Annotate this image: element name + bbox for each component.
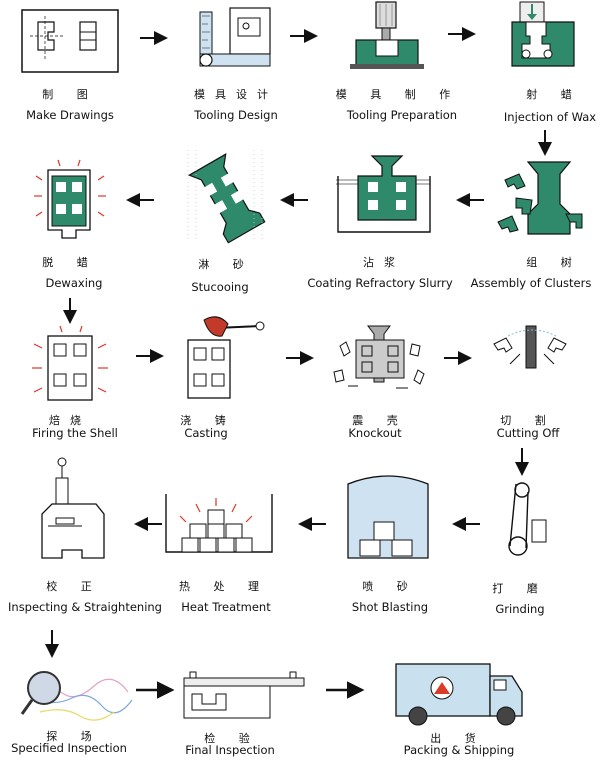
step-cn-label: 喷 砂 bbox=[362, 580, 418, 593]
step-en-label: Tooling Preparation bbox=[346, 108, 458, 122]
step-en-label: Injection of Wax bbox=[503, 110, 597, 124]
step-en-label: Firing the Shell bbox=[32, 426, 118, 440]
grinding-icon bbox=[508, 482, 547, 556]
step-cn-label: 射 蜡 bbox=[526, 88, 582, 101]
step-en-label: Packing & Shipping bbox=[403, 743, 515, 757]
step-en-label: Dewaxing bbox=[45, 276, 103, 290]
cutting-icon bbox=[493, 325, 567, 369]
shot-blasting-icon bbox=[347, 475, 429, 559]
step-cn-label: 出 货 bbox=[430, 732, 486, 745]
step-cn-label: 浇 铸 bbox=[180, 414, 236, 427]
step-cn-label: 检 验 bbox=[204, 732, 260, 745]
step-en-label: Cutting Off bbox=[496, 426, 560, 440]
step-cn-label: 焙烧 bbox=[49, 414, 91, 427]
step-en-label: Shot Blasting bbox=[351, 600, 429, 614]
step-en-label: Casting bbox=[184, 426, 228, 440]
casting-icon bbox=[187, 316, 265, 399]
step-cn-label: 探 场 bbox=[46, 730, 102, 743]
step-cn-label: 震 壳 bbox=[352, 414, 408, 427]
step-cn-label: 淋 砂 bbox=[198, 258, 254, 271]
firing-icon bbox=[32, 325, 108, 401]
step-en-label: Knockout bbox=[348, 426, 402, 440]
step-en-label: Make Drawings bbox=[26, 108, 114, 122]
step-cn-label: 热 处 理 bbox=[179, 580, 269, 593]
step-cn-label: 脱 蜡 bbox=[42, 256, 98, 269]
step-cn-label: 制 图 bbox=[42, 88, 98, 101]
dewaxing-icon bbox=[34, 159, 106, 239]
stucco-icon bbox=[187, 150, 266, 244]
step-cn-label: 组 树 bbox=[526, 256, 582, 269]
knockout-icon bbox=[333, 325, 425, 389]
step-en-label: Tooling Design bbox=[194, 108, 278, 122]
step-en-label: Coating Refractory Slurry bbox=[307, 276, 453, 290]
tooling-preparation-icon bbox=[350, 1, 424, 69]
step-cn-label: 模具设计 bbox=[194, 88, 278, 101]
tooling-design-icon bbox=[199, 7, 271, 67]
cluster-assembly-icon bbox=[497, 161, 583, 235]
heat-treatment-icon bbox=[165, 494, 273, 553]
step-cn-label: 校 正 bbox=[46, 580, 102, 593]
step-en-label: Stucooing bbox=[191, 280, 249, 294]
step-cn-label: 沾浆 bbox=[363, 256, 405, 269]
step-cn-label: 切 割 bbox=[500, 414, 556, 427]
step-en-label: Inspecting & Straightening bbox=[8, 600, 162, 614]
step-en-label: Specified Inspection bbox=[11, 741, 127, 755]
wax-injection-icon bbox=[511, 1, 575, 67]
step-en-label: Heat Treatment bbox=[181, 600, 271, 614]
step-cn-label: 打 磨 bbox=[492, 582, 548, 595]
step-en-label: Assembly of Clusters bbox=[470, 276, 592, 290]
drawing-icon bbox=[21, 9, 119, 73]
step-en-label: Final Inspection bbox=[185, 743, 275, 757]
slurry-coating-icon bbox=[336, 155, 431, 233]
step-en-label: Grinding bbox=[495, 602, 545, 616]
straightening-icon bbox=[41, 457, 105, 559]
step-cn-label: 模 具 制 作 bbox=[335, 88, 461, 101]
